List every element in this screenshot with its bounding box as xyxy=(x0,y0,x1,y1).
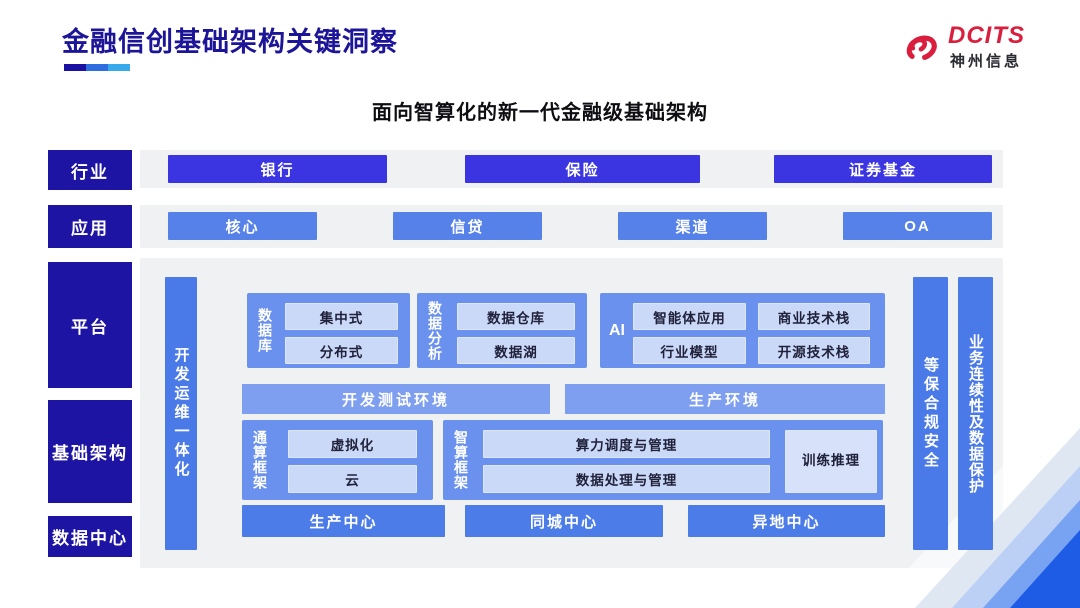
rail-industry: 行业 xyxy=(48,150,132,190)
chip-training-inference: 训练推理 xyxy=(785,430,877,493)
continuity-bar: 业务连续性及数据保护 xyxy=(958,277,993,550)
center-samecity: 同城中心 xyxy=(465,505,663,537)
chip-centralized: 集中式 xyxy=(285,303,398,330)
app-core: 核心 xyxy=(168,212,317,240)
chip-cloud: 云 xyxy=(288,465,417,493)
title-underline xyxy=(64,64,130,71)
rail-infrastructure: 基础架构 xyxy=(48,400,132,503)
security-bar: 等保合规安全 xyxy=(913,277,948,550)
chip-agent-apps: 智能体应用 xyxy=(633,303,746,330)
chip-data-processing: 数据处理与管理 xyxy=(483,465,770,493)
rail-platform: 平台 xyxy=(48,262,132,388)
page-title: 金融信创基础架构关键洞察 xyxy=(62,27,398,57)
center-remote: 异地中心 xyxy=(688,505,885,537)
center-production: 生产中心 xyxy=(242,505,445,537)
devtest-env-bar: 开发测试环境 xyxy=(242,384,550,414)
app-credit: 信贷 xyxy=(393,212,542,240)
db-group-label: 数据库 xyxy=(257,308,273,353)
prod-env-bar: 生产环境 xyxy=(565,384,885,414)
app-oa: OA xyxy=(843,212,992,240)
logo-brand-text: DCITS xyxy=(948,22,1025,49)
industry-securities: 证券基金 xyxy=(774,155,992,183)
rail-application: 应用 xyxy=(48,205,132,248)
industry-insurance: 保险 xyxy=(465,155,700,183)
app-channel: 渠道 xyxy=(618,212,767,240)
chip-opensource-stack: 开源技术栈 xyxy=(758,337,870,364)
logo-company-text: 神州信息 xyxy=(950,53,1023,70)
chip-compute-scheduling: 算力调度与管理 xyxy=(483,430,770,458)
ai-compute-label: 智算框架 xyxy=(453,430,469,490)
dcits-logo xyxy=(893,20,1053,72)
devops-bar: 开发运维一体化 xyxy=(165,277,197,550)
ai-group-label: AI xyxy=(609,321,625,339)
chip-distributed: 分布式 xyxy=(285,337,398,364)
chip-warehouse: 数据仓库 xyxy=(457,303,575,330)
rail-datacenter: 数据中心 xyxy=(48,516,132,557)
diagram-title: 面向智算化的新一代金融级基础架构 xyxy=(372,102,708,124)
industry-bank: 银行 xyxy=(168,155,387,183)
dcits-swirl-icon xyxy=(893,22,943,73)
general-compute-label: 通算框架 xyxy=(252,430,268,490)
analytics-group-label: 数据分析 xyxy=(427,300,443,361)
chip-industry-models: 行业模型 xyxy=(633,337,746,364)
chip-commercial-stack: 商业技术栈 xyxy=(758,303,870,330)
chip-datalake: 数据湖 xyxy=(457,337,575,364)
chip-virtualization: 虚拟化 xyxy=(288,430,417,458)
